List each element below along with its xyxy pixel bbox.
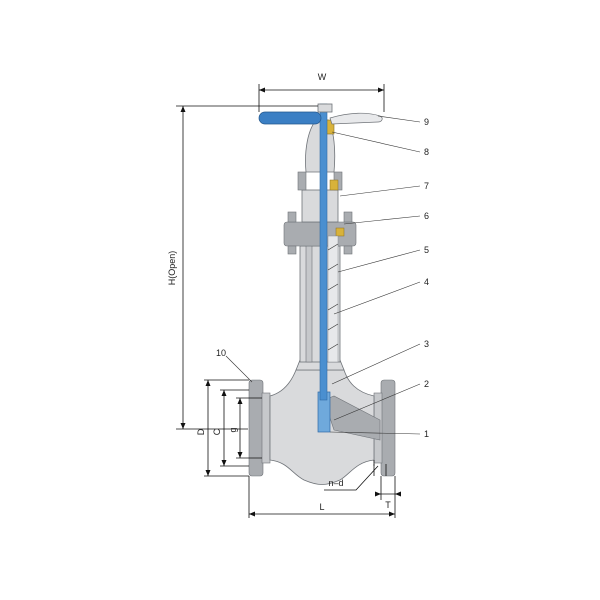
callout-leaders <box>225 115 421 435</box>
callout-2: 2 <box>424 379 429 389</box>
callout-5: 5 <box>424 245 429 255</box>
callout-3: 3 <box>424 339 429 349</box>
packing-nut <box>329 179 339 191</box>
valve-stem <box>319 103 328 401</box>
dimension-lines <box>176 84 401 518</box>
dim-label-l: L <box>319 502 324 512</box>
handwheel-group <box>258 103 383 125</box>
callout-4: 4 <box>424 277 429 287</box>
dim-label-w: W <box>318 72 327 82</box>
stem-cap <box>317 103 333 113</box>
dim-label-h-open: H(Open) <box>167 251 177 286</box>
handwheel-bar <box>258 111 322 125</box>
dim-label-d: D <box>196 428 206 435</box>
dim-label-g: g <box>228 427 238 432</box>
callout-10: 10 <box>216 348 226 358</box>
bolt <box>343 211 353 223</box>
callout-7: 7 <box>424 181 429 191</box>
bonnet-group <box>283 103 357 401</box>
callout-6: 6 <box>424 211 429 221</box>
dim-label-c: C <box>212 428 222 435</box>
dim-label-t: T <box>385 500 391 510</box>
callout-8: 8 <box>424 147 429 157</box>
gland-bolt <box>297 171 307 191</box>
bonnet-bolts <box>287 211 353 255</box>
dim-label-n-d: n–d <box>328 478 343 488</box>
bolt <box>343 245 353 255</box>
bonnet-shading <box>305 245 313 363</box>
bolt <box>287 211 297 223</box>
backseat <box>335 227 345 237</box>
valve-seat <box>323 395 381 441</box>
left-flange-neck <box>261 392 271 464</box>
valve-body-group <box>248 359 396 485</box>
bolt <box>287 245 297 255</box>
callout-1: 1 <box>424 429 429 439</box>
right-flange <box>380 379 396 477</box>
handwheel-spoke <box>329 112 383 125</box>
callout-9: 9 <box>424 117 429 127</box>
left-flange <box>248 379 264 477</box>
extension-hatch <box>327 235 339 363</box>
